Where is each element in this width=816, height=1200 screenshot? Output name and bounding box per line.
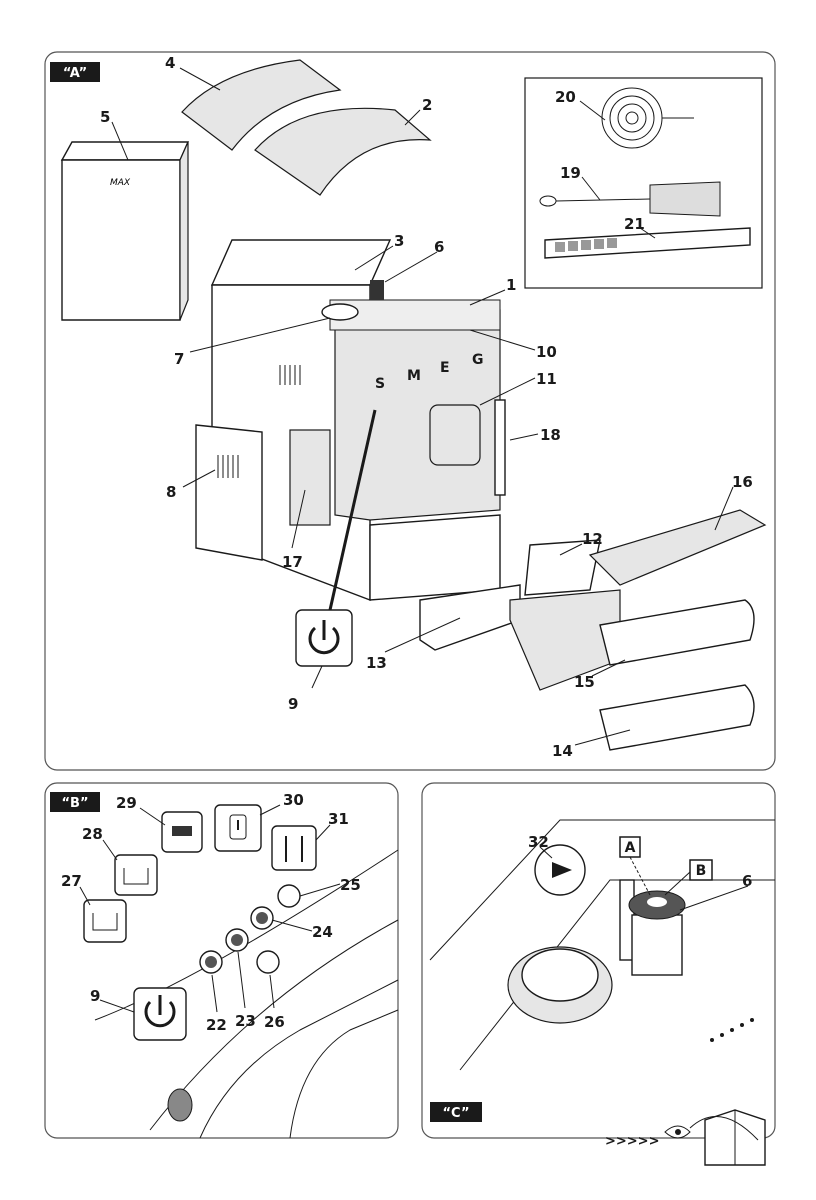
svg-text:G: G [472, 352, 484, 368]
cleaning-brush-icon [539, 181, 721, 217]
accessories-inset [524, 77, 763, 289]
svg-text:9: 9 [90, 987, 100, 1005]
drip-tray [509, 589, 621, 691]
svg-text:15: 15 [574, 673, 595, 691]
water-tank-empty-icon [83, 899, 127, 943]
power-icon [308, 620, 340, 655]
svg-text:9: 9 [288, 695, 298, 713]
cup-grid [588, 509, 767, 586]
panel-c-tag [430, 1102, 482, 1122]
svg-text:E: E [440, 360, 450, 376]
coffee-spout [429, 404, 481, 466]
water-tank: MAX [60, 141, 190, 321]
panel-b-callout-numbers: 29 30 31 28 27 25 24 9 22 23 26 [61, 791, 361, 1034]
svg-text:24: 24 [312, 923, 333, 941]
svg-text:>>>>>: >>>>> [605, 1134, 659, 1149]
svg-text:A: A [625, 840, 636, 856]
svg-text:11: 11 [536, 370, 557, 388]
descaling-icon [271, 825, 317, 871]
position-b-box [689, 859, 713, 881]
svg-text:13: 13 [366, 654, 387, 672]
panel-a: “A” MAX [44, 51, 776, 771]
panel-a-tag-text: “A” [63, 66, 87, 81]
svg-text:30: 30 [283, 791, 304, 809]
bean-container-lid [181, 59, 342, 151]
svg-text:6: 6 [434, 238, 444, 256]
steam-wand [494, 399, 506, 496]
svg-text:29: 29 [116, 794, 137, 812]
brewing-unit [289, 429, 331, 526]
icon-callouts [83, 804, 317, 1041]
power-icon [144, 995, 176, 1028]
panel-b: “B” 29 [44, 782, 399, 1139]
svg-text:“B”: “B” [62, 796, 89, 811]
coffee-machine-body: S M E G [210, 239, 506, 602]
panel-a-callout-numbers: 4 2 5 3 6 1 7 10 11 18 8 16 17 12 9 13 1… [100, 54, 753, 760]
svg-text:23: 23 [235, 1012, 256, 1030]
svg-text:B: B [696, 863, 707, 879]
svg-text:31: 31 [328, 810, 349, 828]
svg-text:5: 5 [100, 108, 110, 126]
water-hardness-strip-icon [544, 227, 751, 259]
svg-text:7: 7 [174, 350, 184, 368]
service-door [195, 424, 263, 561]
svg-text:S: S [375, 376, 385, 392]
drip-tray-base [599, 684, 755, 751]
svg-text:17: 17 [282, 553, 303, 571]
label-6: 6 [742, 872, 752, 890]
svg-text:14: 14 [552, 742, 573, 760]
svg-text:8: 8 [166, 483, 176, 501]
svg-text:10: 10 [536, 343, 557, 361]
water-tank-lid [254, 107, 432, 196]
svg-text:12: 12 [582, 530, 603, 548]
grounds-container [524, 539, 601, 596]
svg-text:22: 22 [206, 1016, 227, 1034]
smeg-logo: S M E G [375, 352, 484, 392]
svg-text:1: 1 [506, 276, 516, 294]
svg-text:26: 26 [264, 1013, 285, 1031]
svg-text:19: 19 [560, 164, 581, 182]
control-buttons [199, 884, 301, 974]
panel-b-tag [50, 792, 100, 812]
ground-coffee-funnel [321, 303, 359, 321]
svg-text:28: 28 [82, 825, 103, 843]
descaler-coil-icon [601, 87, 694, 149]
read-manual-icon: >>>>> [605, 1109, 766, 1166]
svg-text:18: 18 [540, 426, 561, 444]
svg-text:4: 4 [165, 54, 175, 72]
svg-text:16: 16 [732, 473, 753, 491]
power-knob [167, 1088, 193, 1122]
svg-text:3: 3 [394, 232, 404, 250]
svg-text:27: 27 [61, 872, 82, 890]
svg-text:“C”: “C” [442, 1106, 469, 1121]
panel-c: A B 32 6 “C” [421, 782, 776, 1139]
drip-tray-inner [599, 599, 755, 666]
drip-tray-icon [114, 854, 158, 896]
label-32: 32 [528, 833, 549, 851]
grounds-container-tray [419, 584, 521, 651]
svg-text:20: 20 [555, 88, 576, 106]
svg-text:2: 2 [422, 96, 432, 114]
grinding-knob [370, 280, 384, 300]
tank-max-mark: MAX [110, 178, 131, 188]
panel-a-tag [50, 62, 100, 82]
svg-text:25: 25 [340, 876, 361, 894]
svg-text:21: 21 [624, 215, 645, 233]
svg-text:M: M [407, 368, 421, 384]
